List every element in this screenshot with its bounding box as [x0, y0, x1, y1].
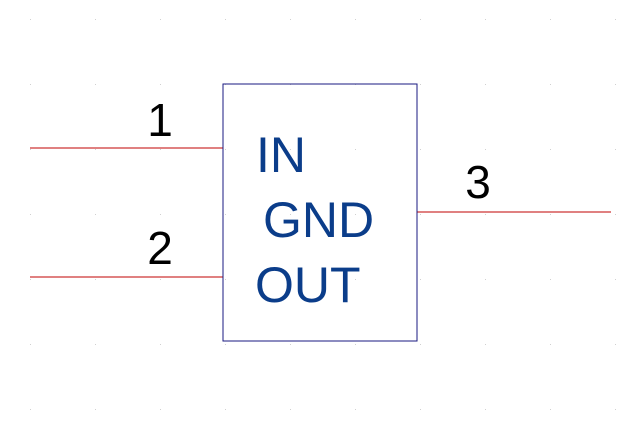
grid-dot: [30, 279, 31, 280]
grid-dot: [355, 279, 356, 280]
grid-dot: [225, 214, 226, 215]
grid-dot: [615, 409, 616, 410]
grid-dot: [95, 19, 96, 20]
grid-dot: [160, 84, 161, 85]
grid-dot: [30, 84, 31, 85]
grid-dot: [30, 149, 31, 150]
grid-dot: [160, 409, 161, 410]
grid-dot: [615, 19, 616, 20]
grid-dot: [160, 344, 161, 345]
grid-dot: [30, 19, 31, 20]
grid-dot: [290, 344, 291, 345]
grid-dot: [615, 344, 616, 345]
grid-dot: [30, 344, 31, 345]
grid-dot: [550, 344, 551, 345]
grid-dot: [95, 149, 96, 150]
grid-dot: [95, 344, 96, 345]
pin-2-name: OUT: [255, 257, 361, 313]
grid-dot: [290, 279, 291, 280]
grid-dot: [225, 19, 226, 20]
grid-dot: [615, 214, 616, 215]
grid-dot: [615, 279, 616, 280]
grid-dot: [420, 409, 421, 410]
grid-dot: [290, 19, 291, 20]
pin-3-name: GND: [263, 192, 374, 248]
grid-dot: [355, 149, 356, 150]
grid-dot: [485, 344, 486, 345]
grid-dot: [95, 214, 96, 215]
pin-1-number: 1: [147, 94, 173, 146]
grid-dot: [95, 409, 96, 410]
grid-dot: [420, 84, 421, 85]
grid-dot: [95, 84, 96, 85]
grid-dot: [420, 149, 421, 150]
grid-dot: [485, 409, 486, 410]
grid-dot: [550, 149, 551, 150]
grid-dot: [290, 214, 291, 215]
grid-dot: [355, 344, 356, 345]
grid-dot: [225, 149, 226, 150]
pin-2-number: 2: [147, 222, 173, 274]
grid-dot: [225, 279, 226, 280]
grid-dot: [485, 279, 486, 280]
grid-dot: [550, 19, 551, 20]
grid-dot: [225, 409, 226, 410]
grid-dot: [485, 214, 486, 215]
grid-dot: [420, 344, 421, 345]
grid-dot: [30, 409, 31, 410]
grid-dot: [420, 214, 421, 215]
grid-dot: [30, 214, 31, 215]
grid-dot: [615, 149, 616, 150]
grid-dot: [160, 279, 161, 280]
pin-3-number: 3: [465, 156, 491, 208]
grid-dot: [550, 279, 551, 280]
grid-dot: [355, 409, 356, 410]
grid-dot: [485, 149, 486, 150]
grid-dot: [355, 214, 356, 215]
grid-dot: [550, 84, 551, 85]
grid-dot: [160, 214, 161, 215]
grid-dot: [550, 214, 551, 215]
grid-dot: [355, 19, 356, 20]
grid-dot: [485, 19, 486, 20]
grid-dot: [290, 149, 291, 150]
pin-1-name: IN: [256, 127, 306, 183]
grid-dot: [225, 344, 226, 345]
grid-dot: [550, 409, 551, 410]
grid-dot: [160, 19, 161, 20]
grid-dot: [420, 19, 421, 20]
grid-dot: [160, 149, 161, 150]
component-body[interactable]: [222, 83, 418, 342]
grid-dot: [615, 84, 616, 85]
grid-dot: [420, 279, 421, 280]
grid-dot: [485, 84, 486, 85]
grid-dot: [290, 409, 291, 410]
grid-dot: [95, 279, 96, 280]
